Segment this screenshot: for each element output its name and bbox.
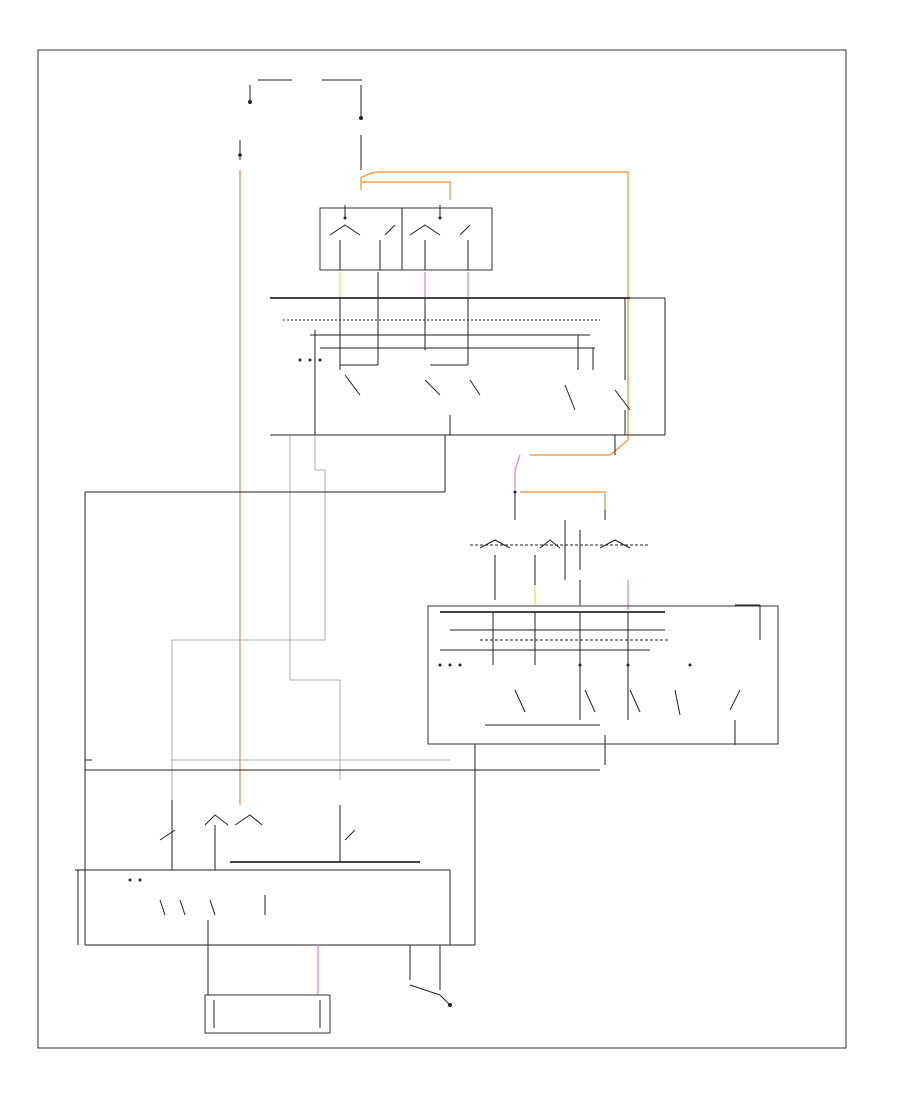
right-seat-solenoid-assembly	[427, 604, 779, 770]
fuse-block-top	[238, 79, 363, 170]
seat-control-module	[75, 770, 476, 946]
right-seat-switch	[470, 520, 650, 610]
orange-wire-right	[520, 491, 606, 510]
left-seat-solenoid-assembly	[270, 297, 666, 455]
orange-wire-top-loop	[360, 171, 629, 456]
orange-wire-seat-switch	[361, 181, 451, 200]
seat-position-memory-unit	[204, 945, 331, 1034]
ground-connection	[409, 945, 452, 1007]
left-seat-switch	[319, 207, 493, 271]
page-border	[37, 49, 847, 1049]
